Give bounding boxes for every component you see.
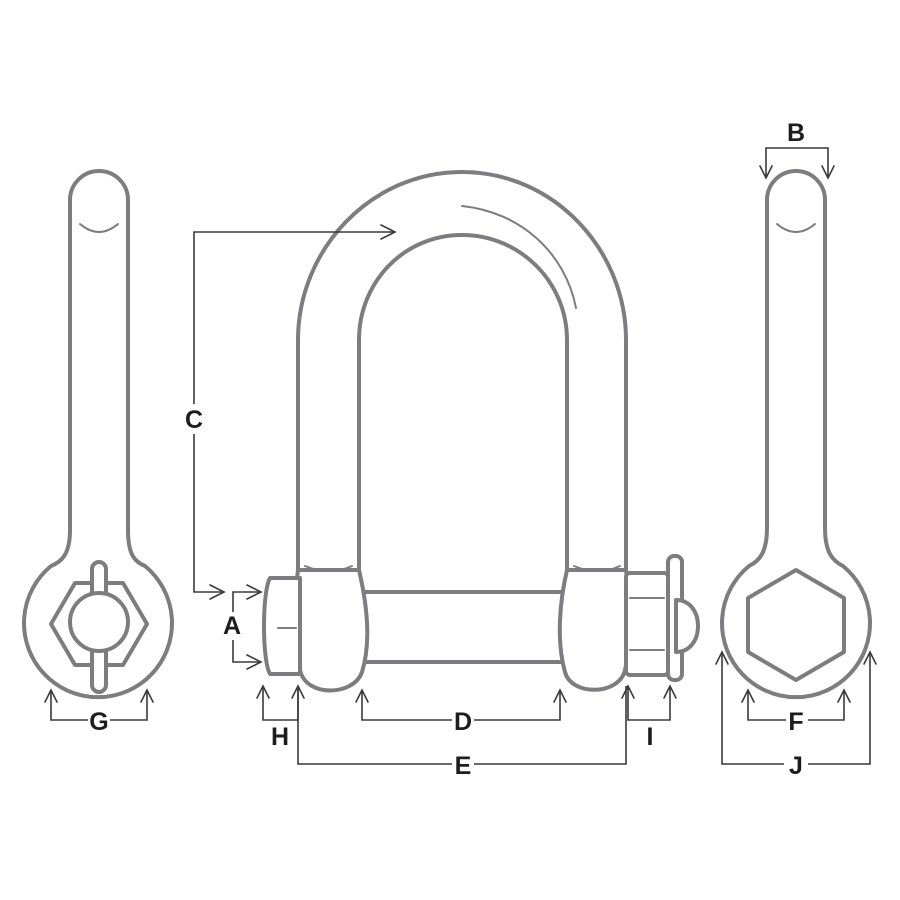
shackle-bow-highlight <box>461 205 577 309</box>
dim-b-arrow-right <box>821 165 835 180</box>
dim-f-arrow-left <box>741 688 755 703</box>
shackle-left-eye <box>292 568 370 693</box>
dim-i-arrow-left <box>621 684 635 699</box>
dim-j-arrow-right <box>863 650 877 665</box>
dim-d-arrow-right <box>553 688 567 703</box>
label-d: D <box>454 708 472 736</box>
left-side-view <box>22 169 174 700</box>
label-b: B <box>787 119 805 147</box>
shackle-bow <box>296 170 628 582</box>
right-side-view <box>720 169 872 700</box>
label-g-mask <box>88 706 110 734</box>
label-f-mask <box>786 706 808 734</box>
label-f: F <box>788 708 803 736</box>
label-j-mask <box>784 750 808 778</box>
left-side-view-crest <box>79 223 119 233</box>
dim-b-line <box>765 147 829 178</box>
label-a-mask <box>222 612 242 640</box>
label-e-mask <box>452 750 474 778</box>
right-side-view-outline <box>720 169 872 700</box>
dimension-labels: A B C D E F G H I J <box>88 119 808 780</box>
dim-i-arrow-right <box>663 684 677 699</box>
hex-nut-front <box>624 571 670 677</box>
right-side-view-crest <box>776 223 816 233</box>
dim-f-arrow-right <box>837 688 851 703</box>
dim-a-arrow-bottom <box>246 654 263 670</box>
dim-a-arrow-top <box>246 584 263 600</box>
right-side-view-hex-head <box>746 568 846 682</box>
dim-d-arrow-left <box>355 688 369 703</box>
dim-g-arrow-left <box>44 688 58 703</box>
dim-c-arrow-top <box>380 224 397 240</box>
label-e: E <box>455 752 472 780</box>
dim-h-arrow-left <box>256 684 270 699</box>
shackle-pin-body <box>358 590 570 664</box>
label-d-mask <box>452 706 474 734</box>
dim-c-arrow-bottom <box>209 584 226 600</box>
label-j: J <box>789 752 803 780</box>
label-c: C <box>185 406 203 434</box>
label-c-mask <box>184 404 204 434</box>
shackle-right-eye <box>557 568 632 692</box>
left-side-view-pin-end <box>68 591 130 653</box>
label-i: I <box>647 723 654 751</box>
hex-nut-front-facet <box>629 597 665 651</box>
label-h: H <box>271 723 289 751</box>
dim-i-line <box>627 686 671 721</box>
left-side-view-outline <box>22 169 174 700</box>
cotter-pin-wing <box>674 598 700 654</box>
dim-h-line <box>262 686 299 721</box>
shackle-left-eye-crest <box>304 565 353 572</box>
label-a: A <box>223 612 241 640</box>
dim-b-arrow-left <box>759 165 773 180</box>
label-g: G <box>89 708 108 736</box>
front-view <box>262 170 700 693</box>
dim-g-arrow-right <box>140 688 154 703</box>
dim-j-arrow-left <box>715 650 729 665</box>
shackle-right-eye-crest <box>573 565 621 572</box>
pin-head <box>262 576 302 676</box>
